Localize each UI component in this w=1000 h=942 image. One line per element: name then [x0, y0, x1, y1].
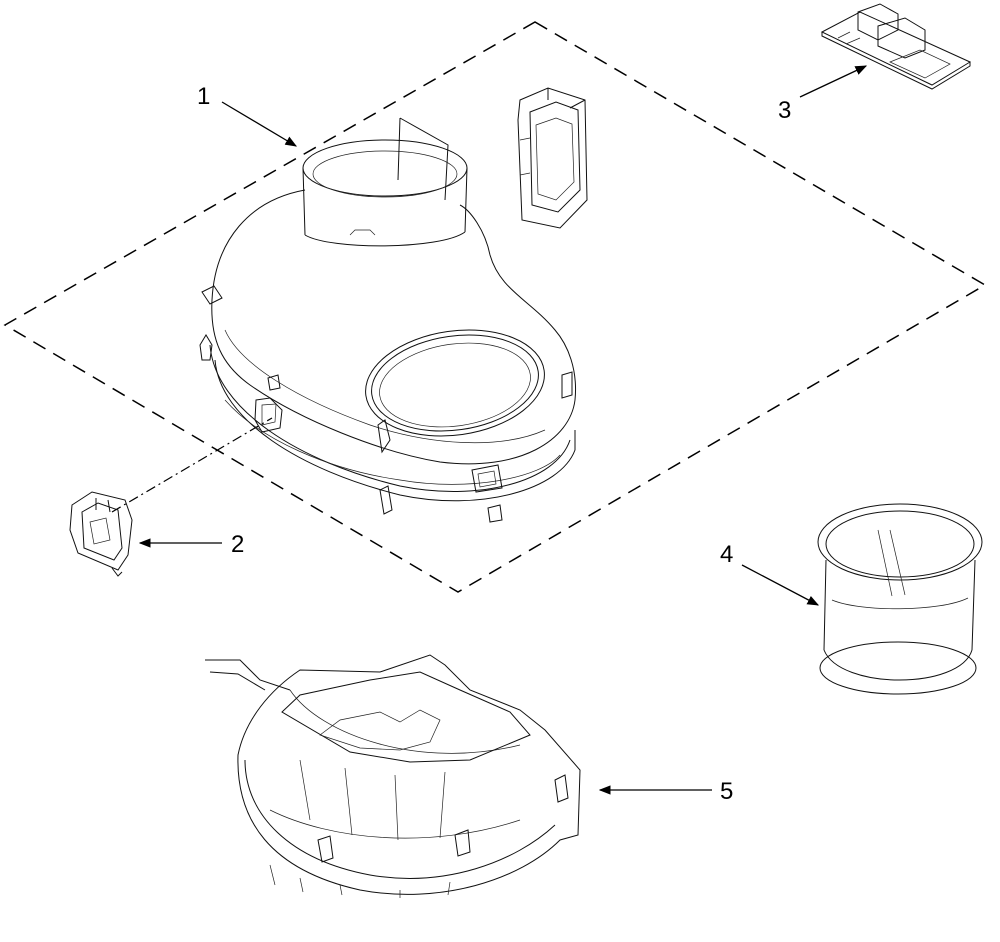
callout-2: 2	[231, 531, 244, 558]
callout-1: 1	[197, 83, 210, 110]
sensor-bracket	[517, 87, 588, 229]
callout-4: 4	[720, 541, 733, 568]
leader-line-3	[799, 65, 868, 98]
alignment-line	[111, 417, 273, 513]
assembly-boundary-dashed	[3, 21, 987, 593]
callout-5: 5	[720, 778, 733, 805]
leader-line-4	[741, 564, 820, 606]
callout-3: 3	[778, 97, 791, 124]
leader-line-1	[221, 101, 298, 147]
part-5-blower-motor	[205, 654, 581, 898]
part-3-control-board	[820, 3, 972, 90]
part-1-blower-housing	[199, 117, 577, 523]
part-4-duct-cylinder	[817, 503, 983, 695]
part-2-clip	[69, 491, 133, 577]
